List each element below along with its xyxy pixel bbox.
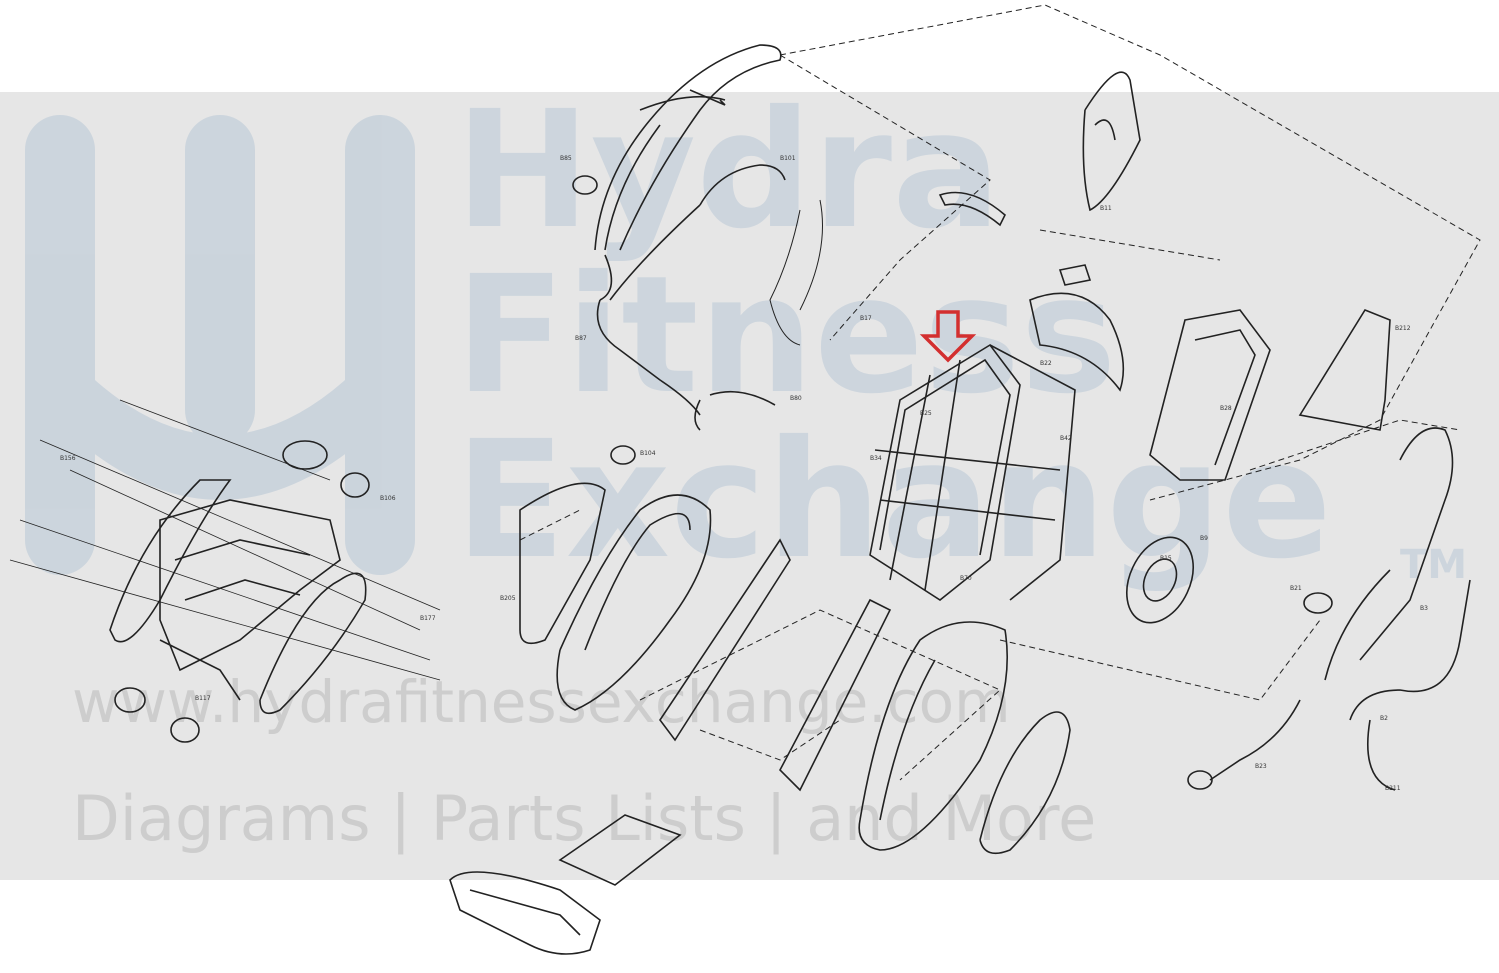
- part-label: B101: [780, 155, 796, 162]
- part-label: B22: [1040, 360, 1052, 367]
- part-label: B3: [1420, 605, 1428, 612]
- part-label: B177: [420, 615, 436, 622]
- part-label: B156: [60, 455, 76, 462]
- part-label: B28: [1220, 405, 1232, 412]
- part-label: B106: [380, 495, 396, 502]
- part-label: B211: [1385, 785, 1401, 792]
- part-label: B21: [1290, 585, 1302, 592]
- part-label: B117: [195, 695, 211, 702]
- part-label: B9: [1200, 535, 1208, 542]
- part-label: B34: [870, 455, 882, 462]
- part-label: B85: [560, 155, 572, 162]
- part-label: B212: [1395, 325, 1411, 332]
- trademark-mark: TM: [1400, 542, 1468, 588]
- part-labels: B15 B21 B23 B28 B2 B3 B9 B11 B17 B22 B25…: [60, 155, 1428, 792]
- part-label: B87: [575, 335, 587, 342]
- part-label: B70: [960, 575, 972, 582]
- part-label: B42: [1060, 435, 1072, 442]
- part-label: B2: [1380, 715, 1388, 722]
- part-label: B11: [1100, 205, 1112, 212]
- assembly-guide-lines: [519, 4, 1481, 781]
- part-label: B205: [500, 595, 516, 602]
- hydra-trident-icon: [25, 115, 415, 575]
- part-label: B15: [1160, 555, 1172, 562]
- part-label: B104: [640, 450, 656, 457]
- part-label: B17: [860, 315, 872, 322]
- part-label: B25: [920, 410, 932, 417]
- part-label: B80: [790, 395, 802, 402]
- watermark-url: www.hydrafitnessexchange.com: [72, 668, 1011, 736]
- brand-line-1: Hydra: [455, 77, 1002, 265]
- highlight-arrow-icon: [919, 310, 977, 363]
- part-label: B23: [1255, 763, 1267, 770]
